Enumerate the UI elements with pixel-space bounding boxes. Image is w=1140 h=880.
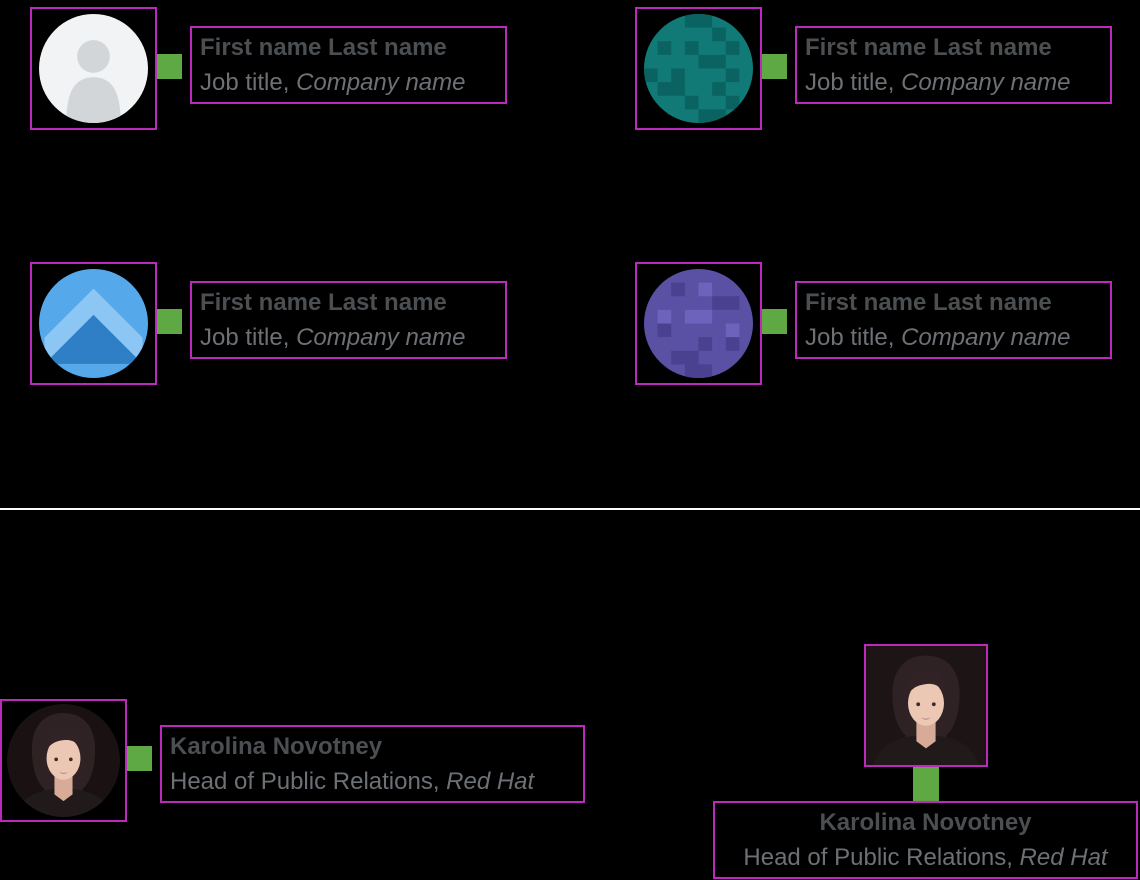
avatar-outline-box [635, 262, 762, 385]
person-name: First name Last name [200, 34, 447, 61]
pixel-globe-purple-avatar-icon [644, 269, 753, 378]
karolina-photo-round-avatar [7, 704, 120, 817]
text-outline-box: First name Last name Job title, Company … [795, 26, 1112, 104]
job-title: Job title, [200, 324, 290, 351]
job-title: Job title, [200, 69, 290, 96]
person-meta: Job title, Company name [805, 320, 1102, 355]
person-name: First name Last name [200, 289, 447, 316]
person-meta: Job title, Company name [200, 65, 497, 100]
person-meta: Head of Public Relations, Red Hat [723, 840, 1128, 875]
job-title: Head of Public Relations, [170, 768, 440, 795]
karolina-photo-square-avatar [866, 646, 986, 765]
company-name: Company name [901, 69, 1071, 96]
job-title: Head of Public Relations, [743, 844, 1013, 871]
avatar-outline-box [0, 699, 127, 822]
avatar-text-example-purple: First name Last name Job title, Company … [635, 262, 1112, 385]
avatar-outline-box [30, 7, 157, 130]
text-outline-box: Karolina Novotney Head of Public Relatio… [160, 725, 585, 803]
spacing-indicator [762, 309, 787, 334]
avatar-outline-box [864, 644, 988, 767]
person-meta: Job title, Company name [200, 320, 497, 355]
person-name: First name Last name [805, 34, 1052, 61]
avatar-text-example-teal: First name Last name Job title, Company … [635, 7, 1112, 130]
person-meta: Head of Public Relations, Red Hat [170, 764, 575, 799]
spacing-indicator [913, 767, 939, 801]
person-name: First name Last name [805, 289, 1052, 316]
avatar-text-example-photo-vertical: Karolina Novotney Head of Public Relatio… [713, 644, 1138, 880]
company-name: Company name [296, 324, 466, 351]
person-name: Karolina Novotney [819, 809, 1032, 836]
avatar-text-example-photo-horizontal: Karolina Novotney Head of Public Relatio… [0, 699, 588, 822]
chevron-pattern-blue-avatar-icon [39, 269, 148, 378]
avatar-text-example-blue: First name Last name Job title, Company … [30, 262, 507, 385]
avatar-text-example-placeholder: First name Last name Job title, Company … [30, 7, 507, 130]
spacing-indicator [157, 309, 182, 334]
company-name: Red Hat [1019, 844, 1108, 871]
section-divider [0, 508, 1140, 510]
pixel-globe-teal-avatar-icon [644, 14, 753, 123]
company-name: Company name [296, 69, 466, 96]
job-title: Job title, [805, 324, 895, 351]
spacing-indicator [762, 54, 787, 79]
text-outline-box: First name Last name Job title, Company … [190, 281, 507, 359]
person-name: Karolina Novotney [170, 733, 383, 760]
spacing-indicator [127, 746, 152, 771]
person-meta: Job title, Company name [805, 65, 1102, 100]
text-outline-box: Karolina Novotney Head of Public Relatio… [713, 801, 1138, 879]
job-title: Job title, [805, 69, 895, 96]
avatar-outline-box [635, 7, 762, 130]
spacing-indicator [157, 54, 182, 79]
placeholder-person-avatar-icon [39, 14, 148, 123]
company-name: Red Hat [446, 768, 535, 795]
text-outline-box: First name Last name Job title, Company … [190, 26, 507, 104]
avatar-outline-box [30, 262, 157, 385]
text-outline-box: First name Last name Job title, Company … [795, 281, 1112, 359]
company-name: Company name [901, 324, 1071, 351]
